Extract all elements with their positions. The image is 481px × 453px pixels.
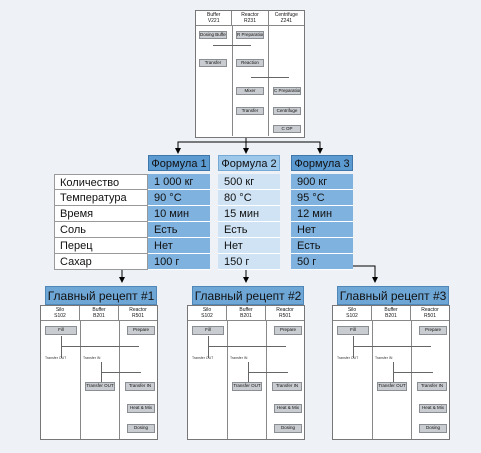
formula-value: 80 °C xyxy=(218,190,280,206)
formula-header-1[interactable]: Формула 1 xyxy=(148,155,210,171)
formula-header-3[interactable]: Формула 3 xyxy=(291,155,353,171)
step-label: Transfer IN xyxy=(83,356,101,360)
formula-value: 15 мин xyxy=(218,206,280,222)
formula-value: 10 мин xyxy=(148,206,210,222)
step-label: Transfer OUT xyxy=(192,356,214,360)
step-box[interactable]: Fill xyxy=(45,326,77,335)
formula-value: 500 кг xyxy=(218,174,280,190)
formula-value: 1 000 кг xyxy=(148,174,210,190)
row-label: Сахар xyxy=(54,254,148,270)
master-recipe-title-1[interactable]: Главный рецепт #1 xyxy=(45,286,157,305)
step-box[interactable]: Fill xyxy=(337,326,369,335)
formula-value: Есть xyxy=(148,222,210,238)
step-box[interactable]: Prepare xyxy=(127,326,155,335)
step-box[interactable]: C Preparation xyxy=(273,87,301,95)
step-box[interactable]: Dosing xyxy=(274,424,302,433)
step-box[interactable]: Transfer IN xyxy=(417,382,447,391)
formula-value: Нет xyxy=(291,222,353,238)
step-box[interactable]: Fill xyxy=(192,326,224,335)
step-box[interactable]: Transfer xyxy=(236,107,264,115)
step-box[interactable]: Heat & Mix xyxy=(419,404,447,413)
row-label: Время xyxy=(54,206,148,222)
step-box[interactable]: Heat & Mix xyxy=(274,404,302,413)
step-box[interactable]: Dosing xyxy=(127,424,155,433)
step-label: Transfer OUT xyxy=(45,356,67,360)
step-box[interactable]: Reaction xyxy=(236,59,264,67)
formula-value: Нет xyxy=(148,238,210,254)
step-label: Transfer IN xyxy=(375,356,393,360)
step-box[interactable]: Prepare xyxy=(419,326,447,335)
formula-value: Есть xyxy=(218,222,280,238)
step-box[interactable]: Transfer IN xyxy=(125,382,155,391)
row-label: Соль xyxy=(54,222,148,238)
master-recipe-title-2[interactable]: Главный рецепт #2 xyxy=(192,286,304,305)
step-box[interactable]: Transfer OUT xyxy=(232,382,262,391)
formula-value: 12 мин xyxy=(291,206,353,222)
row-label: Перец xyxy=(54,238,148,254)
formula-value: 100 г xyxy=(148,254,210,270)
master-recipe-title-3[interactable]: Главный рецепт #3 xyxy=(337,286,449,305)
step-box[interactable]: Dosing Buffer xyxy=(199,31,227,39)
formula-value: Нет xyxy=(218,238,280,254)
formula-value: 90 °C xyxy=(148,190,210,206)
formula-value: 900 кг xyxy=(291,174,353,190)
step-label: Transfer OUT xyxy=(337,356,359,360)
step-box[interactable]: Transfer IN xyxy=(272,382,302,391)
step-box[interactable]: Heat & Mix xyxy=(127,404,155,413)
step-box[interactable]: Transfer OUT xyxy=(377,382,407,391)
step-box[interactable]: Mixer xyxy=(236,87,264,95)
step-box[interactable]: Transfer OUT xyxy=(85,382,115,391)
formula-value: 95 °C xyxy=(291,190,353,206)
formula-value: Есть xyxy=(291,238,353,254)
row-label: Температура xyxy=(54,190,148,206)
formula-header-2[interactable]: Формула 2 xyxy=(218,155,280,171)
row-label: Количество xyxy=(54,174,148,190)
formula-value: 50 г xyxy=(291,254,353,270)
step-box[interactable]: Prepare xyxy=(274,326,302,335)
formula-value: 150 г xyxy=(218,254,280,270)
step-box[interactable]: Centrifuge xyxy=(273,107,301,115)
step-box[interactable]: Dosing xyxy=(419,424,447,433)
step-box[interactable]: Transfer xyxy=(199,59,227,67)
step-box[interactable]: R Preparation xyxy=(236,31,264,39)
step-label: Transfer IN xyxy=(230,356,248,360)
step-box[interactable]: C OP xyxy=(273,125,301,133)
